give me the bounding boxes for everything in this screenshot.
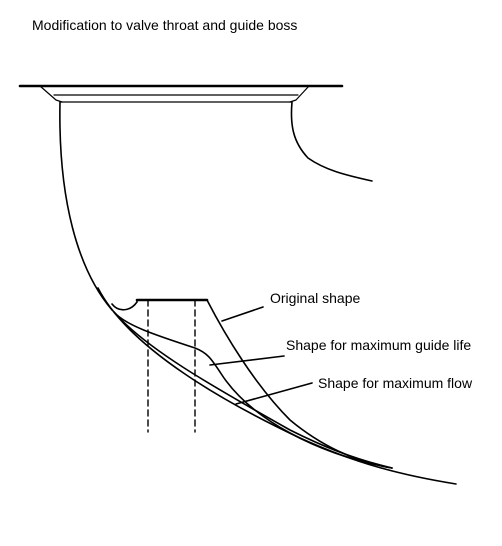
- valve-seat: [18, 84, 344, 103]
- diagram-title: Modification to valve throat and guide b…: [32, 17, 298, 33]
- label-max-flow-shape: Shape for maximum flow: [318, 375, 473, 391]
- label-original-shape: Original shape: [270, 290, 361, 306]
- guide-boss-nose: [111, 299, 138, 311]
- label-guide-life-shape: Shape for maximum guide life: [286, 337, 472, 353]
- port-outer-wall: [59, 101, 113, 311]
- leader-max-flow: [235, 382, 313, 405]
- seat-bevel-right: [289, 85, 310, 103]
- seat-bevel-left: [39, 85, 63, 103]
- leader-guide-life: [209, 355, 285, 366]
- port-lower-wall: [97, 287, 457, 485]
- leader-original: [221, 306, 264, 322]
- max-flow-shape-curve: [113, 311, 393, 469]
- guide-boss: [111, 298, 209, 433]
- port-right-wall: [290, 101, 373, 182]
